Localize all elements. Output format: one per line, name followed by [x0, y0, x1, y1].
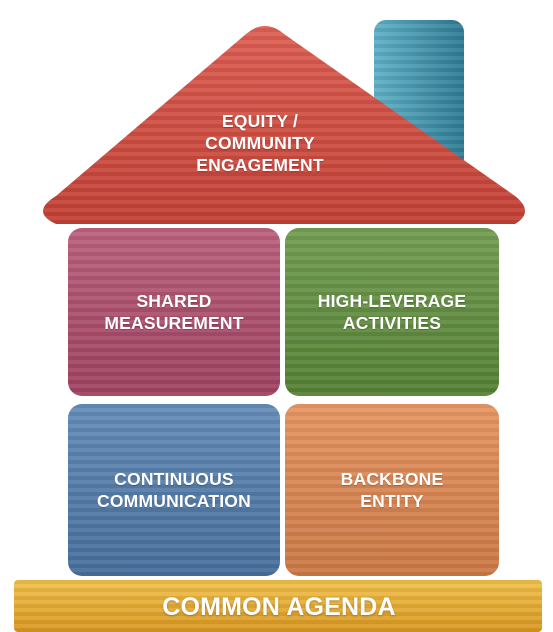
shared-measurement-line-1: SHARED — [136, 291, 212, 311]
roof — [43, 26, 525, 224]
block-continuous-communication — [68, 404, 280, 576]
block-backbone-entity — [285, 404, 499, 576]
foundation — [14, 580, 542, 632]
high-leverage-line-1: HIGH-LEVERAGE — [317, 291, 467, 311]
backbone-entity-line-2: ENTITY — [360, 491, 424, 511]
roof-label-line-2: COMMUNITY — [205, 133, 315, 153]
backbone-entity-line-1: BACKBONE — [340, 469, 444, 489]
block-shared-measurement — [68, 228, 280, 396]
continuous-communication-label: CONTINUOUS COMMUNICATION — [68, 404, 280, 576]
common-agenda-text: COMMON AGENDA — [162, 593, 396, 621]
block-high-leverage-activities — [285, 228, 499, 396]
high-leverage-activities-label: HIGH-LEVERAGE ACTIVITIES — [285, 228, 499, 396]
common-agenda-label: COMMON AGENDA — [20, 582, 538, 632]
continuous-communication-line-1: CONTINUOUS — [114, 469, 234, 489]
roof-label: EQUITY / COMMUNITY ENGAGEMENT — [170, 98, 350, 188]
shared-measurement-line-2: MEASUREMENT — [104, 313, 244, 333]
backbone-entity-label: BACKBONE ENTITY — [285, 404, 499, 576]
continuous-communication-line-2: COMMUNICATION — [97, 491, 251, 511]
shared-measurement-label: SHARED MEASUREMENT — [68, 228, 280, 396]
roof-label-line-1: EQUITY / — [221, 111, 299, 131]
roof-label-line-3: ENGAGEMENT — [196, 155, 324, 175]
high-leverage-line-2: ACTIVITIES — [342, 313, 442, 333]
